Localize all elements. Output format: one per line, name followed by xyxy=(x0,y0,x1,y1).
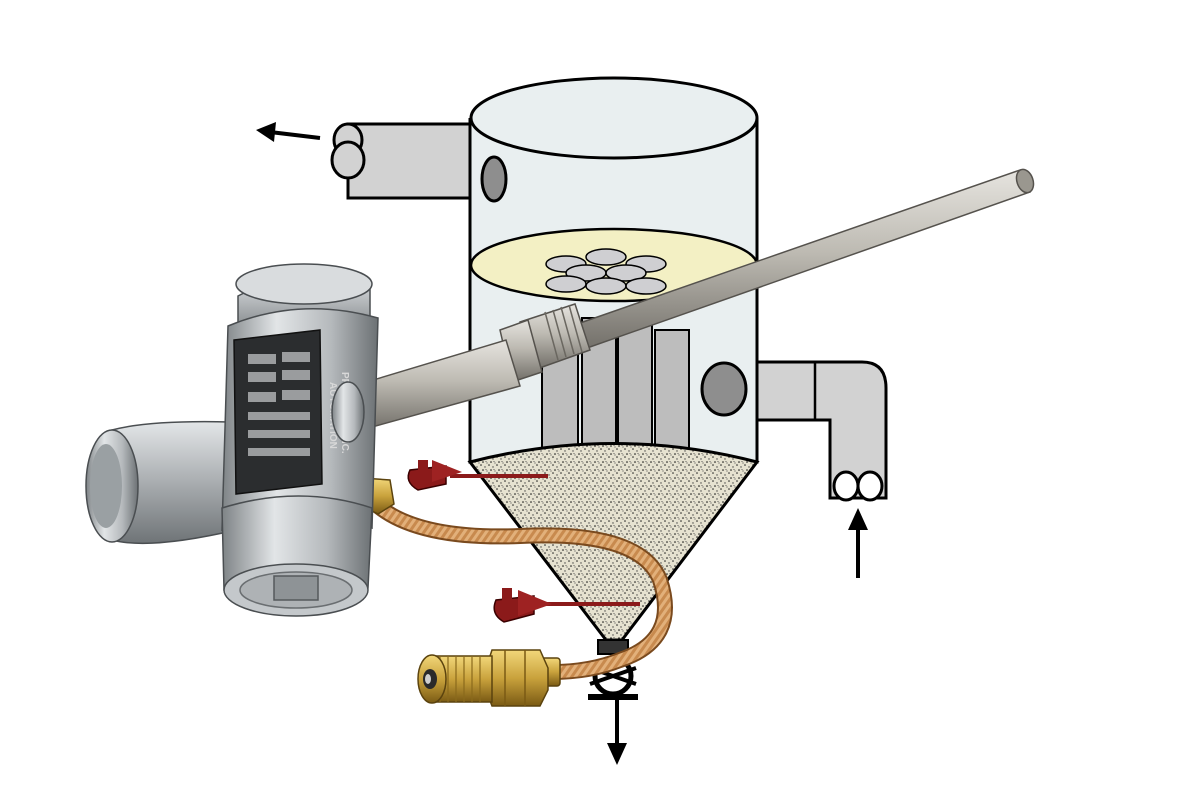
outlet-pipe xyxy=(330,122,480,200)
inlet-port xyxy=(700,361,748,417)
outlet-flow-arrow xyxy=(256,122,321,142)
filter-holes xyxy=(545,248,667,295)
braided-hose xyxy=(370,498,673,680)
level-sensor-lower xyxy=(493,588,640,623)
brass-fitting xyxy=(417,649,561,707)
discharge-flow-arrow xyxy=(607,700,627,765)
detector-housing: AUTOMATION PRODUCTS, INC. xyxy=(85,263,379,617)
outlet-port xyxy=(480,155,508,203)
inlet-flow-arrow xyxy=(848,508,868,578)
level-sensor-upper xyxy=(407,460,548,491)
inlet-pipe xyxy=(755,360,888,502)
